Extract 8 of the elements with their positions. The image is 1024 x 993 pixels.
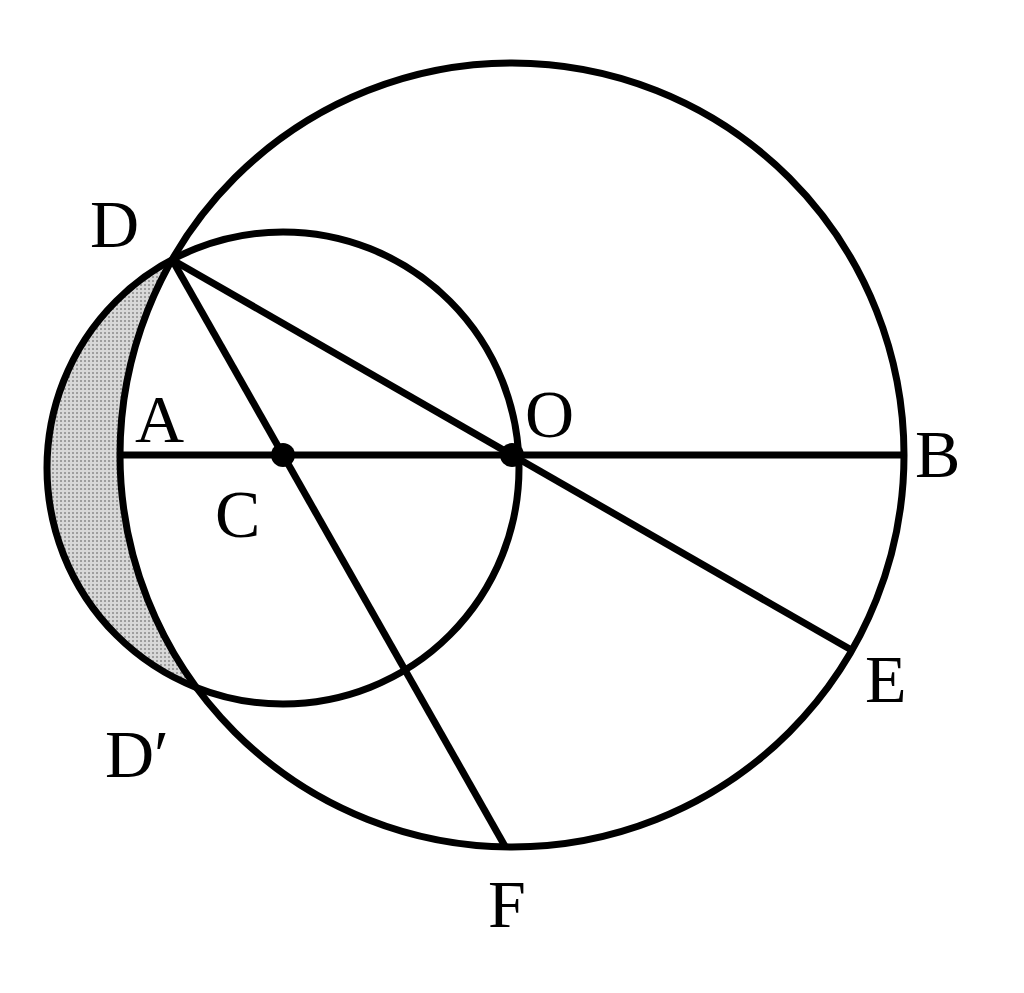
point-label: A <box>135 385 185 453</box>
point-label: F <box>488 870 526 938</box>
point-label: D <box>90 190 140 258</box>
point-label: O <box>525 380 575 448</box>
point-label: E <box>865 645 907 713</box>
point-label: B <box>915 420 961 488</box>
point-label: D′ <box>105 720 169 788</box>
point-label: C <box>215 480 261 548</box>
